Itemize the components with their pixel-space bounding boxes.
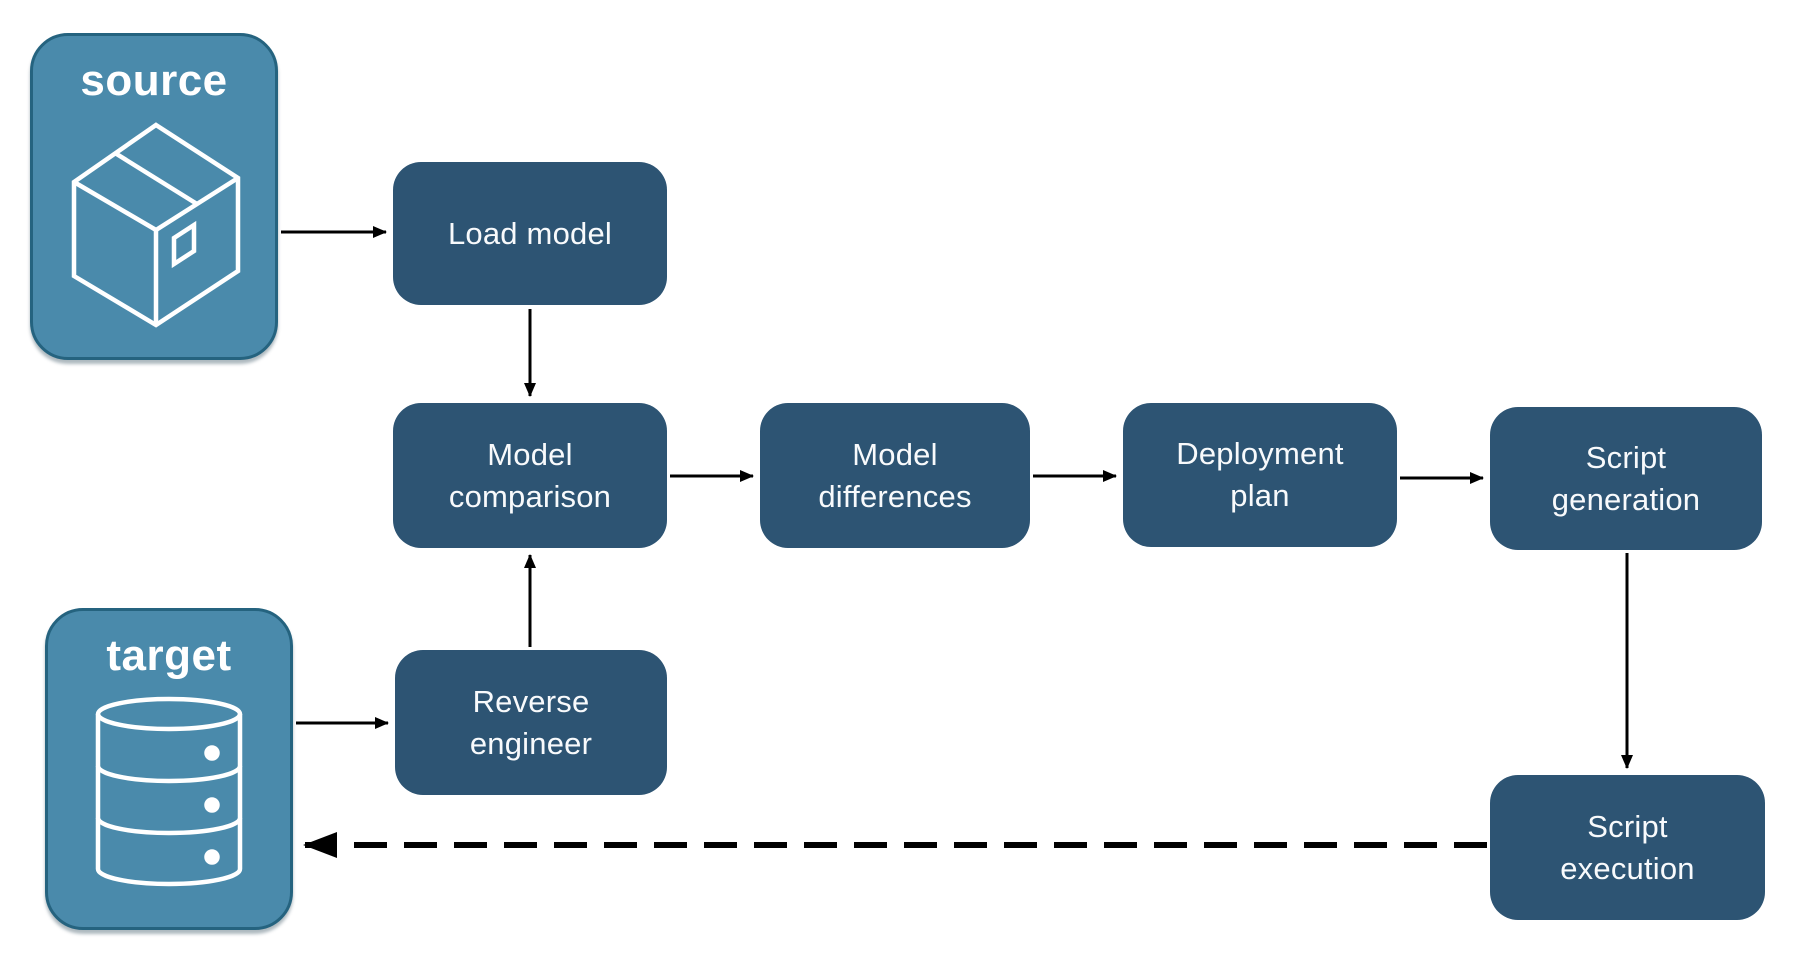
- node-label: Model differences: [818, 436, 972, 514]
- node-model-comparison: Model comparison: [393, 403, 667, 548]
- node-label: Script execution: [1560, 808, 1695, 886]
- node-load-model: Load model: [393, 162, 667, 305]
- node-reverse-engineer: Reverse engineer: [395, 650, 667, 795]
- node-model-differences: Model differences: [760, 403, 1030, 548]
- package-icon: [71, 122, 241, 328]
- node-deployment-plan: Deployment plan: [1123, 403, 1397, 547]
- node-script-execution: Script execution: [1490, 775, 1765, 920]
- database-icon: [95, 696, 243, 887]
- node-label: Deployment plan: [1176, 436, 1344, 513]
- node-label: Reverse engineer: [469, 683, 593, 761]
- node-label: Script generation: [1551, 439, 1701, 517]
- node-label: Load model: [447, 215, 612, 251]
- source-label: source: [80, 56, 228, 105]
- node-script-generation: Script generation: [1490, 407, 1762, 550]
- endpoint-source: source: [30, 33, 278, 360]
- node-label: Model comparison: [448, 436, 612, 514]
- target-label: target: [106, 631, 232, 680]
- endpoint-target: target: [45, 608, 293, 930]
